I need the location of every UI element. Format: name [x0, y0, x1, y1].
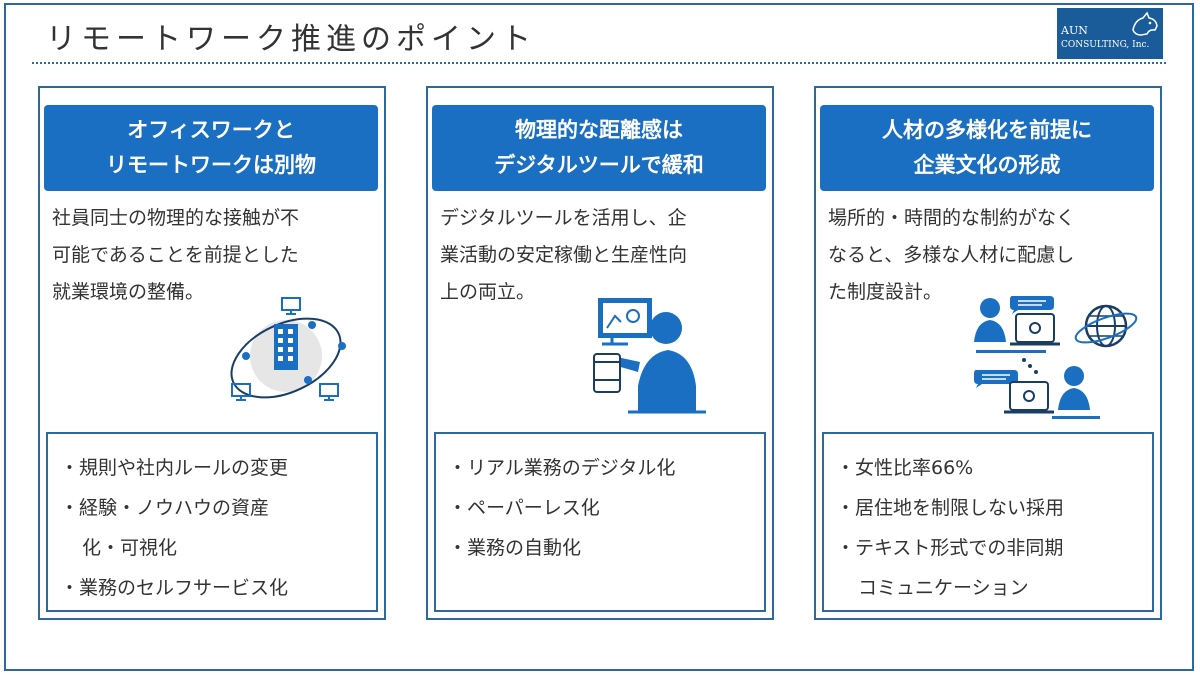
card-digital-tools: 物理的な距離感は デジタルツールで緩和 デジタルツールを活用し、企 業活動の安定…: [426, 86, 774, 620]
card-header-line: 企業文化の形成: [913, 153, 1061, 177]
card-description-line: デジタルツールを活用し、企: [440, 207, 687, 229]
dog-logo-icon: [1132, 11, 1158, 36]
slide-frame: [4, 3, 1194, 671]
list-item: ・業務のセルフサービス化: [60, 577, 289, 599]
card-description: 場所的・時間的な制約がなく なると、多様な人材に配慮し た制度設計。: [828, 200, 1154, 311]
card-description-line: 可能であることを前提とした: [52, 244, 299, 266]
list-item: ・業務の自動化: [448, 537, 582, 559]
list-item: ・経験・ノウハウの資産: [60, 497, 270, 519]
card-header-line: リモートワークは別物: [106, 153, 316, 177]
card-office-vs-remote: オフィスワークと リモートワークは別物 社員同士の物理的な接触が不 可能であるこ…: [38, 86, 386, 620]
card-header-line: 人材の多様化を前提に: [882, 118, 1092, 142]
global-communication-icon: [974, 296, 1138, 419]
page-title: リモートワーク推進のポイント: [46, 22, 536, 57]
card-description-line: 就業環境の整備。: [52, 281, 205, 303]
list-item: ・テキスト形式での非同期: [836, 537, 1064, 559]
title-divider: [32, 62, 1166, 64]
company-logo: AUN CONSULTING, Inc.: [1057, 8, 1163, 59]
list-item: ・規則や社内ルールの変更: [60, 457, 289, 479]
remote-worker-icon: [593, 298, 706, 414]
card-bullet-list: ・リアル業務のデジタル化 ・ペーパーレス化 ・業務の自動化: [434, 432, 766, 612]
card-header-line: オフィスワークと: [127, 118, 295, 142]
list-item: ・ペーパーレス化: [448, 497, 600, 519]
card-description: 社員同士の物理的な接触が不 可能であることを前提とした 就業環境の整備。: [52, 200, 378, 311]
logo-text-consulting: CONSULTING, Inc.: [1061, 40, 1150, 50]
card-bullet-list: ・規則や社内ルールの変更 ・経験・ノウハウの資産 化・可視化 ・業務のセルフサー…: [46, 432, 378, 612]
card-bullet-list: ・女性比率66% ・居住地を制限しない採用 ・テキスト形式での非同期 コミュニケ…: [822, 432, 1154, 612]
list-item: ・リアル業務のデジタル化: [448, 457, 676, 479]
card-diverse-talent: 人材の多様化を前提に 企業文化の形成 場所的・時間的な制約がなく なると、多様な…: [814, 86, 1162, 620]
card-header-line: デジタルツールで緩和: [494, 153, 704, 177]
card-header: オフィスワークと リモートワークは別物: [44, 105, 378, 191]
card-header: 人材の多様化を前提に 企業文化の形成: [820, 105, 1154, 191]
logo-text-aun: AUN: [1061, 24, 1088, 37]
list-item: 化・可視化: [82, 537, 178, 559]
card-description-line: 社員同士の物理的な接触が不: [52, 207, 300, 229]
card-description-line: 場所的・時間的な制約がなく: [828, 207, 1076, 229]
card-description-line: 業活動の安定稼働と生産性向: [440, 244, 688, 266]
card-description-line: なると、多様な人材に配慮し: [828, 244, 1075, 266]
card-description-line: た制度設計。: [828, 281, 943, 303]
list-item: ・居住地を制限しない採用: [836, 497, 1065, 519]
card-description-line: 上の両立。: [440, 281, 536, 303]
card-description: デジタルツールを活用し、企 業活動の安定稼働と生産性向 上の両立。: [440, 200, 766, 311]
list-item: ・女性比率66%: [836, 457, 974, 479]
list-item: コミュニケーション: [858, 577, 1029, 599]
office-network-icon: [230, 297, 346, 401]
card-header-line: 物理的な距離感は: [515, 118, 683, 142]
card-header: 物理的な距離感は デジタルツールで緩和: [432, 105, 766, 191]
